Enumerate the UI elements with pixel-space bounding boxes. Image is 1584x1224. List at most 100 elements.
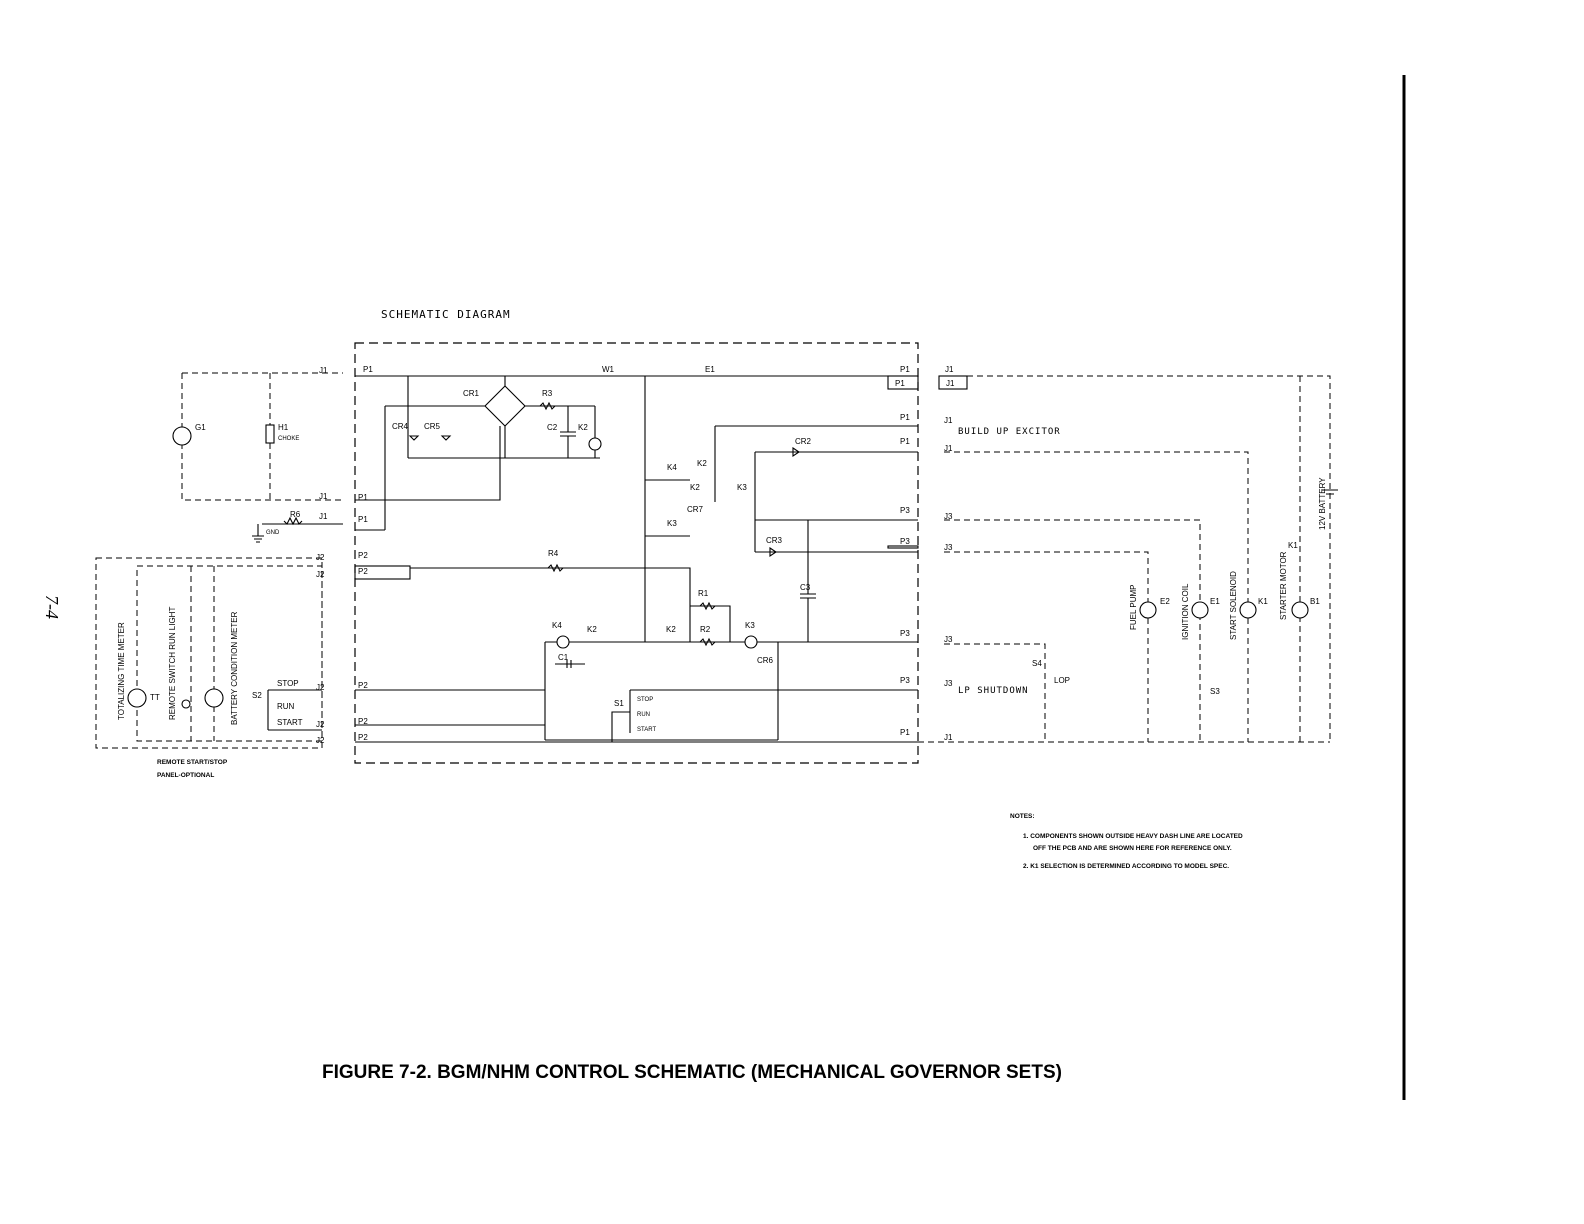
- generator-block: G1 H1 CHOKE J1 J1 J1 R6 GND: [172, 366, 343, 543]
- svg-text:J1: J1: [319, 366, 328, 375]
- remote-panel: TT TOTALIZING TIME METER REMOTE SWITCH R…: [95, 553, 325, 779]
- relay-k2-coil: [588, 437, 602, 451]
- svg-text:STARTER MOTOR: STARTER MOTOR: [1279, 551, 1288, 620]
- svg-text:J1: J1: [944, 733, 953, 742]
- svg-text:P2: P2: [358, 551, 368, 560]
- svg-text:P1: P1: [900, 365, 910, 374]
- svg-text:CR7: CR7: [687, 505, 704, 514]
- svg-text:CR2: CR2: [795, 437, 812, 446]
- svg-text:START: START: [637, 727, 656, 733]
- svg-text:P3: P3: [900, 676, 910, 685]
- relay-k3-coil: [744, 635, 758, 649]
- svg-text:J2: J2: [316, 720, 325, 729]
- svg-text:S2: S2: [252, 691, 262, 700]
- svg-text:K4: K4: [667, 463, 677, 472]
- svg-text:P1: P1: [900, 437, 910, 446]
- svg-text:P1: P1: [358, 515, 368, 524]
- svg-text:J2: J2: [316, 570, 325, 579]
- svg-text:START SOLENOID: START SOLENOID: [1229, 571, 1238, 640]
- svg-text:C2: C2: [547, 423, 558, 432]
- svg-text:LOP: LOP: [1054, 676, 1070, 685]
- svg-text:P1: P1: [900, 728, 910, 737]
- svg-text:P1: P1: [895, 379, 905, 388]
- generator-g1: [172, 426, 192, 446]
- svg-text:REMOTE START/STOP: REMOTE START/STOP: [157, 759, 228, 766]
- svg-text:1. COMPONENTS SHOWN OUTSIDE H: 1. COMPONENTS SHOWN OUTSIDE HEAVY DASH L…: [1023, 833, 1243, 840]
- svg-text:P2: P2: [358, 567, 368, 576]
- svg-text:S1: S1: [614, 699, 624, 708]
- svg-text:CR5: CR5: [424, 422, 441, 431]
- time-meter-tt: [127, 688, 147, 708]
- svg-text:H1: H1: [278, 423, 289, 432]
- svg-text:START: START: [277, 718, 303, 727]
- svg-text:W1: W1: [602, 365, 615, 374]
- svg-text:RUN: RUN: [637, 712, 650, 718]
- svg-text:E1: E1: [1210, 597, 1220, 606]
- svg-text:BATTERY CONDITION METER: BATTERY CONDITION METER: [230, 611, 239, 725]
- svg-text:K3: K3: [737, 483, 747, 492]
- svg-text:K1: K1: [1288, 541, 1298, 550]
- run-light: [181, 699, 191, 709]
- svg-text:PANEL-OPTIONAL: PANEL-OPTIONAL: [157, 772, 214, 779]
- svg-text:GND: GND: [266, 530, 280, 536]
- pcb-boundary: [354, 342, 919, 764]
- svg-text:K3: K3: [745, 621, 755, 630]
- svg-text:K2: K2: [690, 483, 700, 492]
- svg-text:CHOKE: CHOKE: [278, 436, 299, 442]
- pcb-circuit: P1 P1 P1 P2 P2 P2 P2 P2 W1 E1 CR1 R3 CR4…: [354, 365, 919, 743]
- svg-text:2. K1 SELECTION IS DETERMINED: 2. K1 SELECTION IS DETERMINED ACCORDING …: [1023, 863, 1229, 870]
- svg-text:J2: J2: [316, 553, 325, 562]
- svg-text:C3: C3: [800, 583, 811, 592]
- svg-text:BUILD UP EXCITOR: BUILD UP EXCITOR: [958, 427, 1061, 437]
- battery-condition-meter: [204, 688, 224, 708]
- svg-text:J3: J3: [944, 679, 953, 688]
- svg-text:CR6: CR6: [757, 656, 774, 665]
- svg-text:C1: C1: [558, 653, 569, 662]
- svg-text:K2: K2: [578, 423, 588, 432]
- svg-text:E1: E1: [705, 365, 715, 374]
- svg-text:P1: P1: [358, 493, 368, 502]
- svg-text:J3: J3: [944, 635, 953, 644]
- svg-text:J3: J3: [944, 543, 953, 552]
- svg-text:REMOTE SWITCH RUN LIGHT: REMOTE SWITCH RUN LIGHT: [168, 607, 177, 720]
- starter-motor-b1: [1291, 601, 1309, 619]
- svg-text:R4: R4: [548, 549, 559, 558]
- notes: NOTES: 1. COMPONENTS SHOWN OUTSIDE HEAVY…: [1010, 813, 1243, 870]
- svg-text:IGNITION COIL: IGNITION COIL: [1181, 583, 1190, 640]
- svg-text:J1: J1: [944, 444, 953, 453]
- svg-text:K4: K4: [552, 621, 562, 630]
- svg-text:J1: J1: [945, 365, 954, 374]
- svg-text:P2: P2: [358, 717, 368, 726]
- svg-text:J3: J3: [944, 512, 953, 521]
- svg-text:P1: P1: [363, 365, 373, 374]
- svg-text:J2: J2: [316, 736, 325, 745]
- svg-text:CR1: CR1: [463, 389, 480, 398]
- svg-text:TT: TT: [150, 693, 160, 702]
- svg-text:STOP: STOP: [277, 679, 299, 688]
- schematic-title: SCHEMATIC DIAGRAM: [381, 308, 511, 321]
- svg-text:R3: R3: [542, 389, 553, 398]
- svg-text:B1: B1: [1310, 597, 1320, 606]
- external-components: J1 J1 J1 BUILD UP EXCITOR J1 J3 J3 J3 J3…: [918, 365, 1338, 743]
- page-marker: 7-4: [42, 595, 62, 619]
- start-solenoid-k1: [1239, 601, 1257, 619]
- svg-text:12V BATTERY: 12V BATTERY: [1318, 477, 1327, 530]
- svg-text:J1: J1: [319, 512, 328, 521]
- ignition-coil-e1: [1191, 601, 1209, 619]
- svg-text:K2: K2: [697, 459, 707, 468]
- figure-caption: FIGURE 7-2. BGM/NHM CONTROL SCHEMATIC (M…: [322, 1062, 1062, 1083]
- svg-text:E2: E2: [1160, 597, 1170, 606]
- relay-k4-coil: [556, 635, 570, 649]
- svg-text:J1: J1: [946, 379, 955, 388]
- svg-text:K2: K2: [587, 625, 597, 634]
- svg-text:R1: R1: [698, 589, 709, 598]
- svg-text:P1: P1: [900, 413, 910, 422]
- svg-text:LP SHUTDOWN: LP SHUTDOWN: [958, 686, 1029, 696]
- svg-text:CR4: CR4: [392, 422, 409, 431]
- svg-text:K3: K3: [667, 519, 677, 528]
- svg-text:P2: P2: [358, 733, 368, 742]
- svg-text:K1: K1: [1258, 597, 1268, 606]
- svg-text:RUN: RUN: [277, 702, 295, 711]
- svg-text:P3: P3: [900, 537, 910, 546]
